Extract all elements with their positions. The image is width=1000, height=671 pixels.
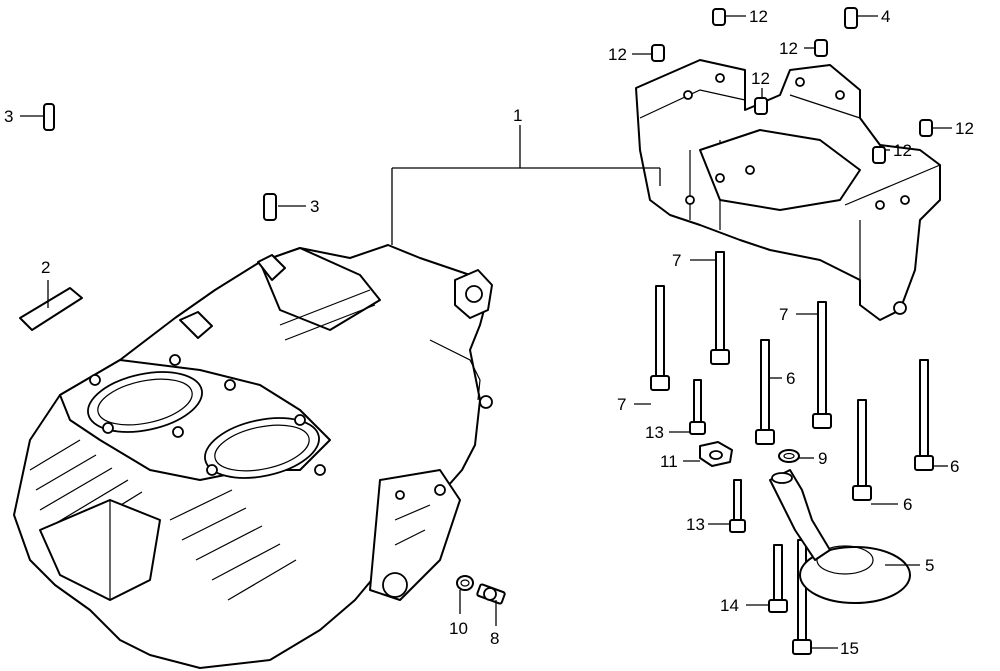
callout-12-b: 12	[608, 45, 627, 64]
callout-2: 2	[41, 258, 50, 277]
callout-7-c: 7	[617, 395, 626, 414]
oil-strainer	[769, 469, 911, 604]
oil-jet	[844, 7, 858, 29]
callout-13-a: 13	[645, 423, 664, 442]
callout-6-b: 6	[950, 457, 959, 476]
callout-15: 15	[840, 639, 859, 658]
callout-9: 9	[818, 449, 827, 468]
callout-8: 8	[490, 629, 499, 648]
gasket-plate	[19, 287, 83, 331]
callout-12-a: 12	[749, 7, 768, 26]
callout-10: 10	[449, 619, 468, 638]
callout-14: 14	[720, 596, 739, 615]
callout-1: 1	[513, 106, 522, 125]
callout-3-middle: 3	[310, 197, 319, 216]
callout-6-c: 6	[903, 495, 912, 514]
upper-crankcase	[13, 244, 493, 669]
callout-5: 5	[925, 556, 934, 575]
leader-lines	[20, 15, 952, 649]
callout-12-d: 12	[751, 69, 770, 88]
bearing-holder	[635, 59, 941, 321]
callout-13-b: 13	[686, 515, 705, 534]
callout-3-upper-left: 3	[4, 107, 13, 126]
callout-12-f: 12	[893, 141, 912, 160]
callout-7-a: 7	[672, 251, 681, 270]
bolts	[476, 251, 934, 655]
callout-12-c: 12	[779, 39, 798, 58]
stud-middle	[263, 193, 277, 221]
callout-7-b: 7	[779, 305, 788, 324]
callout-12-e: 12	[955, 119, 974, 138]
washer-9	[778, 449, 800, 463]
callout-labels: 1 2 3 3 4 5 6 6 6 7 7 7 8 9 10 11 12 12 …	[4, 7, 974, 658]
callout-4: 4	[881, 7, 890, 26]
washer-10	[456, 575, 474, 591]
callout-6-a: 6	[786, 369, 795, 388]
callout-11: 11	[660, 452, 678, 471]
stud-upper-left	[43, 103, 55, 131]
